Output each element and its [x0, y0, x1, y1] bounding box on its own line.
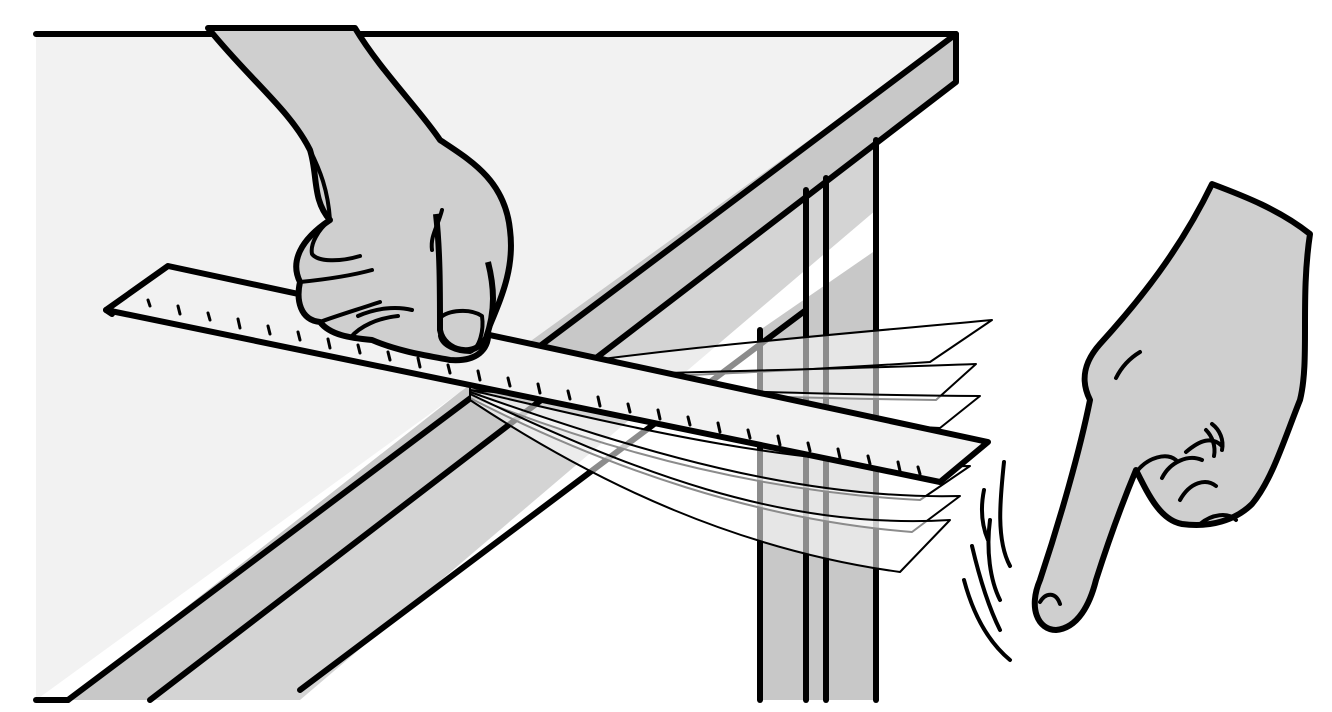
- ruler-ticks: [146, 298, 922, 476]
- vibration-lines-icon: [962, 460, 1012, 662]
- right-hand-shape: [1031, 181, 1313, 633]
- left-hand-icon: [205, 25, 514, 364]
- right-hand-pointing-icon: [1031, 181, 1313, 633]
- left-hand-palm: [205, 25, 514, 364]
- table-top: [36, 34, 956, 700]
